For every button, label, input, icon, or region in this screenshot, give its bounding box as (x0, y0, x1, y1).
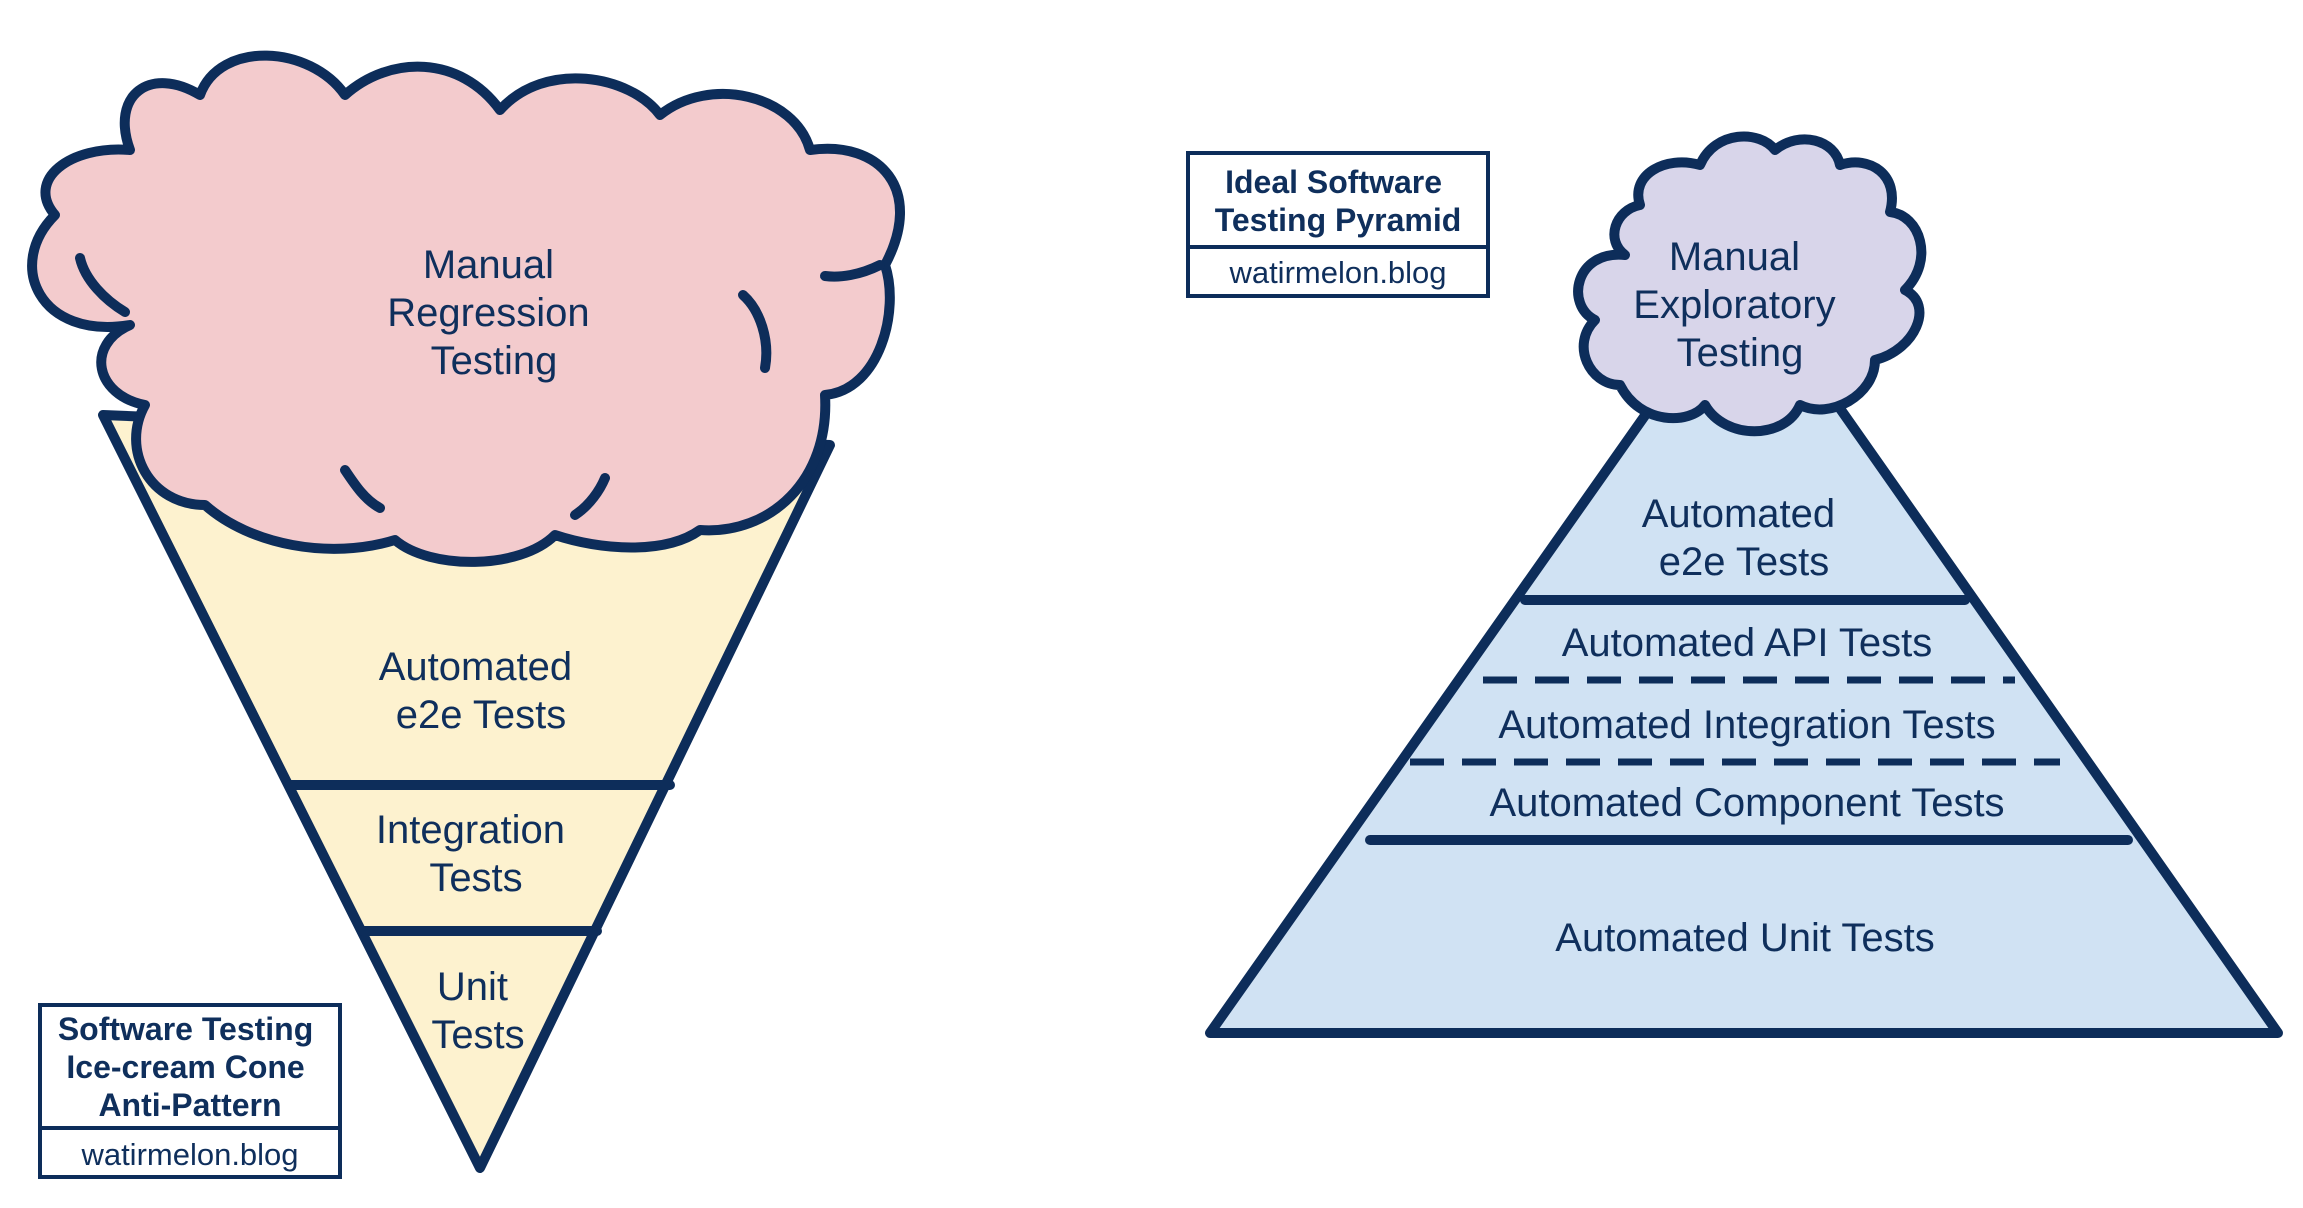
pyramid-integration-label: Automated Integration Tests (1498, 703, 1995, 747)
cone-title-box: Software Testing Ice-cream Cone Anti-Pat… (38, 1003, 342, 1179)
cloud-inner-bump (738, 290, 772, 373)
cloud-inner-bump (820, 260, 885, 282)
unit-label-line: Unit (437, 965, 508, 1009)
pyramid-title-line: Ideal Software (1225, 164, 1442, 200)
cone-title: Software Testing Ice-cream Cone Anti-Pat… (58, 1011, 322, 1123)
exploratory-label-line: Testing (1677, 331, 1804, 375)
testing-pyramid: Manual Exploratory Testing Automated e2e… (1186, 131, 2283, 1038)
cloud-label-line: Regression (387, 291, 589, 335)
integration-label-line: Integration (376, 808, 565, 852)
ice-cream-cone: Manual Regression Testing Automated e2e … (27, 50, 905, 1179)
cone-title-line: Anti-Pattern (98, 1087, 281, 1123)
e2e-label: Automated e2e Tests (379, 645, 584, 737)
pyramid-title: Ideal Software Testing Pyramid (1215, 164, 1462, 238)
pyramid-e2e-label: Automated e2e Tests (1642, 492, 1847, 584)
pyramid-credit: watirmelon.blog (1228, 255, 1446, 290)
cloud-inner-bump (570, 473, 610, 520)
e2e-label-line: e2e Tests (396, 693, 567, 737)
integration-label-line: Tests (429, 856, 522, 900)
cloud-shape (27, 50, 905, 567)
pyramid-e2e-label-line: Automated (1642, 492, 1835, 536)
pyramid-title-line: Testing Pyramid (1215, 202, 1462, 238)
pyramid-e2e-label-line: e2e Tests (1659, 540, 1830, 584)
cloud-label: Manual Regression Testing (387, 243, 600, 383)
cloud-label-line: Manual (423, 243, 554, 287)
cloud-label-line: Testing (431, 339, 558, 383)
pyramid-component-label: Automated Component Tests (1489, 781, 2004, 825)
e2e-label-line: Automated (379, 645, 572, 689)
pyramid-api-label: Automated API Tests (1562, 621, 1933, 665)
exploratory-label-line: Manual (1669, 235, 1800, 279)
cloud-inner-bump (75, 253, 130, 317)
cloud-shape (1573, 131, 1927, 437)
unit-label: Unit Tests (431, 965, 524, 1057)
unit-label-line: Tests (431, 1013, 524, 1057)
cone-title-frame (38, 1003, 342, 1179)
manual-regression-cloud (27, 50, 905, 567)
integration-label: Integration Tests (376, 808, 576, 900)
pyramid-unit-label: Automated Unit Tests (1555, 916, 1934, 960)
cone-title-line: Ice-cream Cone (66, 1049, 304, 1085)
pyramid-title-box: Ideal Software Testing Pyramid watirmelo… (1186, 151, 1490, 298)
exploratory-label: Manual Exploratory Testing (1633, 235, 1846, 375)
cloud-inner-bump (340, 465, 385, 513)
cone-credit: watirmelon.blog (80, 1137, 298, 1172)
exploratory-label-line: Exploratory (1633, 283, 1835, 327)
cone-title-line: Software Testing (58, 1011, 313, 1047)
pyramid-title-frame (1186, 151, 1490, 298)
manual-exploratory-cloud (1573, 131, 1927, 437)
